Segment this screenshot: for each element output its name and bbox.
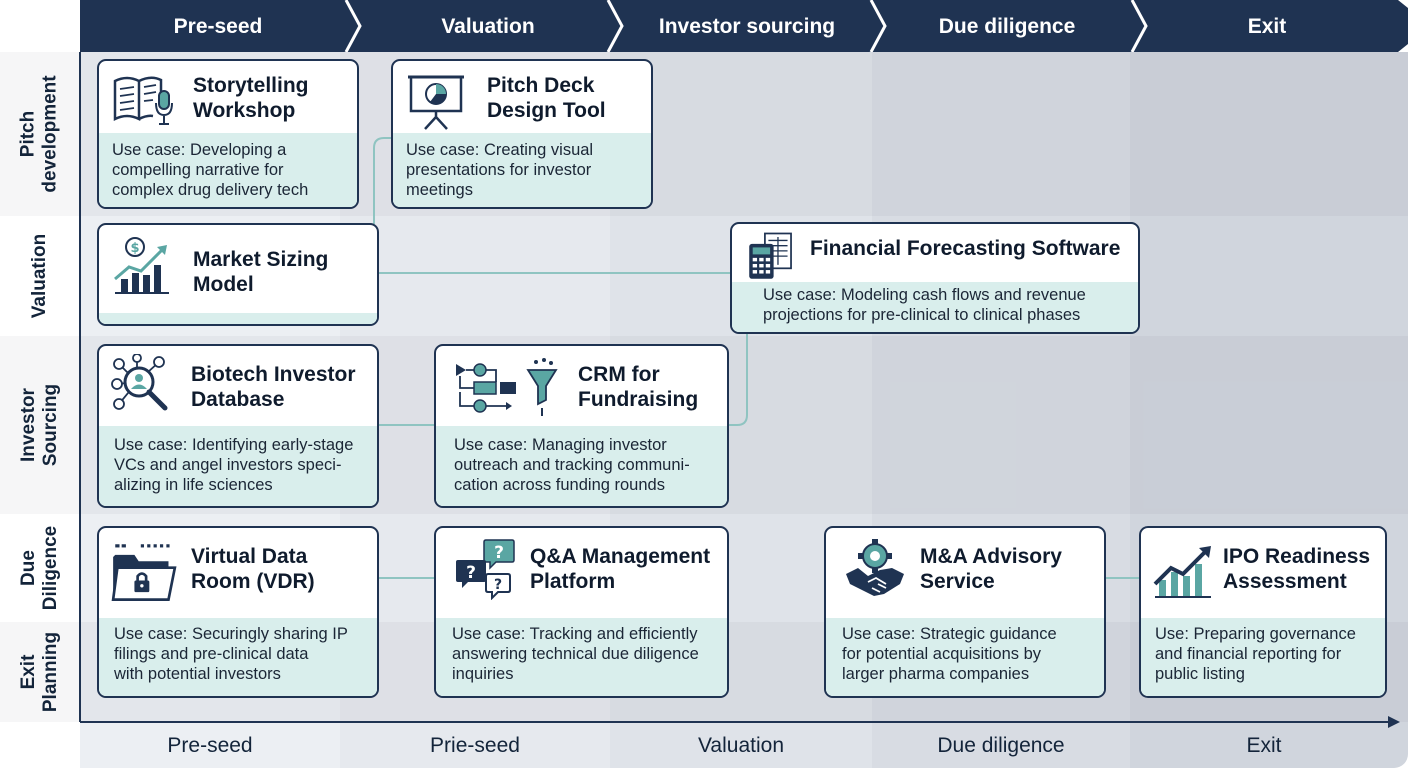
card-ipo-readiness-assessment[interactable]: IPO Readiness Assessment Use: Preparing … — [1139, 526, 1387, 698]
handshake-gear-icon — [846, 539, 904, 596]
card-qa-management-platform[interactable]: ? ? ? Q&A Management Platform Use case: … — [434, 526, 729, 698]
svg-text:?: ? — [466, 563, 476, 583]
card-biotech-investor-database[interactable]: Biotech Investor Database Use case: Iden… — [97, 344, 379, 508]
rising-bar-chart-icon — [1153, 546, 1211, 598]
card-use-case: Use: Preparing governance and financial … — [1141, 618, 1385, 696]
card-use-case: Use case: Securingly sharing IP filings … — [99, 618, 377, 696]
question-bubbles-icon: ? ? ? — [456, 539, 515, 600]
card-use-case — [99, 313, 377, 324]
row-label-valuation-box: Valuation — [0, 216, 80, 336]
card-market-sizing-model[interactable]: $ Market Sizing Model — [97, 223, 379, 326]
stage-exit: Exit — [1247, 15, 1287, 38]
card-title: CRM for Fundraising — [578, 363, 699, 411]
row-label-exit-planning-box: Exit Planning — [0, 622, 80, 722]
svg-text:?: ? — [494, 543, 504, 563]
card-virtual-data-room[interactable]: Virtual Data Room (VDR) Use case: Securi… — [97, 526, 379, 698]
card-use-case: Use case: Tracking and efficiently answe… — [436, 618, 727, 696]
book-microphone-icon — [113, 76, 173, 125]
bottom-stage-due-diligence: Due diligence — [937, 734, 1065, 757]
bottom-stage-pre-seed: Pre-seed — [167, 734, 253, 757]
stage-chevron-bar — [80, 0, 1408, 52]
svg-text:$: $ — [130, 241, 139, 256]
card-use-case: Use case: Managing investor outreach and… — [436, 426, 727, 506]
card-title: Pitch Deck Design Tool — [487, 74, 606, 122]
card-storytelling-workshop[interactable]: Storytelling Workshop Use case: Developi… — [97, 59, 359, 209]
card-financial-forecasting-software[interactable]: Financial Forecasting Software Use case:… — [730, 222, 1140, 334]
calculator-spreadsheet-icon — [749, 232, 792, 279]
row-label-due-diligence: Due Diligence — [18, 525, 62, 611]
bottom-stage-prie-seed: Prie-seed — [430, 734, 520, 757]
stage-pre-seed: Pre-seed — [173, 15, 263, 38]
stage-investor-sourcing: Investor sourcing — [658, 15, 836, 38]
stage-due-diligence: Due diligence — [938, 15, 1076, 38]
bottom-stage-valuation: Valuation — [697, 734, 784, 757]
card-title: M&A Advisory Service — [920, 545, 1062, 593]
stage-valuation: Valuation — [441, 15, 535, 38]
network-search-icon — [111, 354, 168, 411]
row-label-investor-sourcing: Investor Sourcing — [18, 383, 61, 467]
svg-text:?: ? — [494, 577, 502, 593]
card-title: Virtual Data Room (VDR) — [191, 545, 315, 593]
presentation-board-icon — [408, 75, 464, 130]
card-use-case: Use case: Modeling cash flows and revenu… — [732, 282, 1138, 332]
row-label-investor-sourcing-box: Investor Sourcing — [0, 336, 80, 514]
row-label-valuation: Valuation — [29, 233, 50, 319]
locked-folder-icon — [111, 544, 177, 601]
card-title: Q&A Management Platform — [530, 545, 711, 593]
card-ma-advisory-service[interactable]: M&A Advisory Service Use case: Strategic… — [824, 526, 1106, 698]
card-pitch-deck-design-tool[interactable]: Pitch Deck Design Tool Use case: Creatin… — [391, 59, 653, 209]
growth-chart-dollar-icon: $ — [114, 237, 169, 294]
card-title: Financial Forecasting Software — [810, 237, 1121, 260]
card-use-case: Use case: Developing a compelling narrat… — [99, 133, 357, 207]
row-label-due-diligence-box: Due Diligence — [0, 514, 80, 622]
row-label-pitch-development-box: Pitch development — [0, 52, 80, 216]
bottom-stage-exit: Exit — [1246, 734, 1282, 757]
card-title: Biotech Investor Database — [191, 363, 356, 411]
row-label-pitch-development: Pitch development — [18, 75, 62, 193]
card-use-case: Use case: Identifying early-stage VCs an… — [99, 426, 377, 506]
row-label-exit-planning: Exit Planning — [18, 631, 62, 713]
card-use-case: Use case: Strategic guidance for potenti… — [826, 618, 1104, 696]
card-title: IPO Readiness Assessment — [1223, 545, 1371, 593]
card-use-case: Use case: Creating visual presentations … — [393, 133, 651, 207]
flowchart-funnel-icon — [456, 358, 558, 416]
card-title: Market Sizing Model — [193, 248, 329, 296]
card-title: Storytelling Workshop — [193, 74, 309, 122]
card-crm-for-fundraising[interactable]: CRM for Fundraising Use case: Managing i… — [434, 344, 729, 508]
